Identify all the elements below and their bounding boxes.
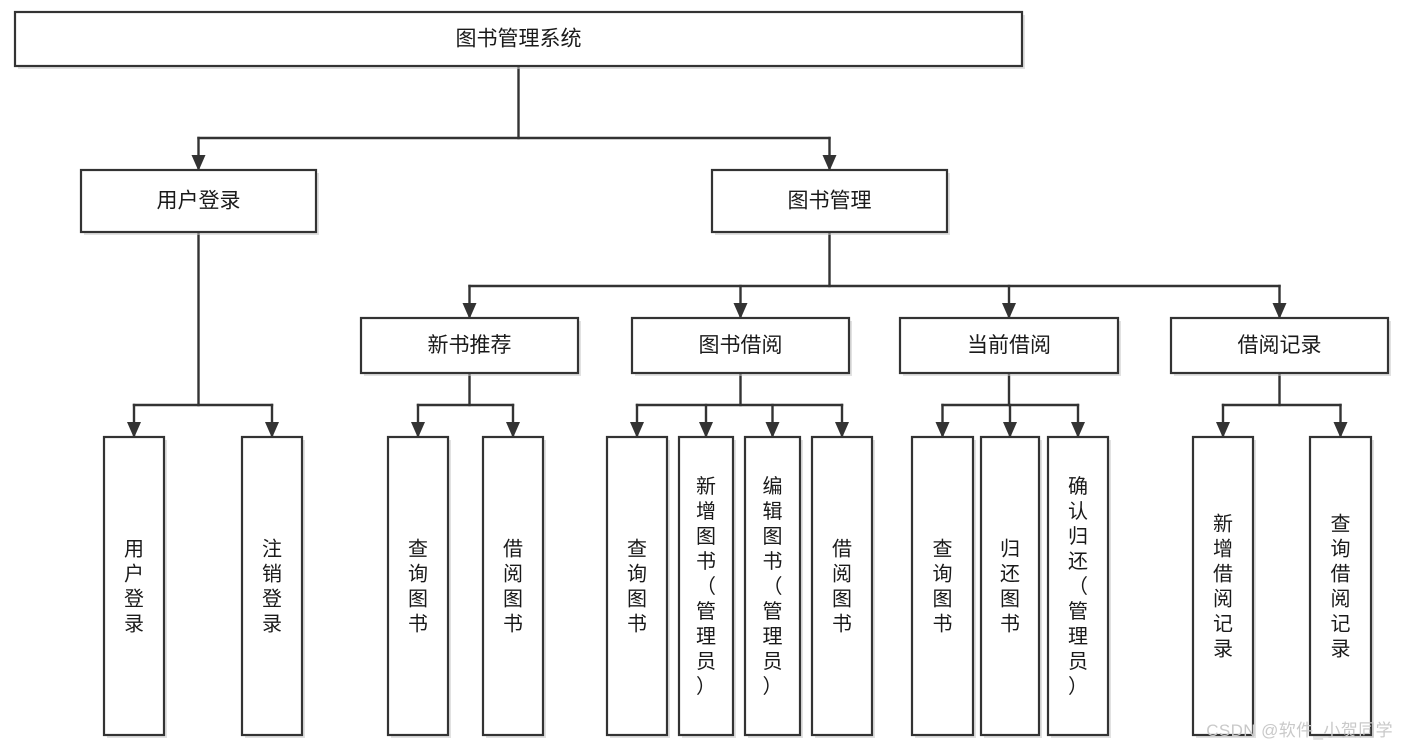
node-rect[interactable] xyxy=(743,435,802,737)
node-label: 图书管理 xyxy=(788,190,872,213)
node-label: 借阅记录 xyxy=(1238,334,1322,357)
node-rect[interactable] xyxy=(1308,435,1373,737)
arrow-head xyxy=(411,422,425,438)
node-label: 归还图书 xyxy=(1000,538,1020,636)
arrow-head xyxy=(127,422,141,438)
node-rect[interactable] xyxy=(1169,316,1390,375)
node-rect[interactable] xyxy=(677,435,735,737)
node-rect[interactable] xyxy=(13,10,1024,68)
node-rect[interactable] xyxy=(810,435,874,737)
arrow-head xyxy=(935,422,950,438)
node-label: 借阅图书 xyxy=(832,538,852,636)
node-rect[interactable] xyxy=(359,316,580,375)
node-rect[interactable] xyxy=(481,435,545,737)
node-label: 图书管理系统 xyxy=(456,28,582,51)
node-label: 确认归还（管理员） xyxy=(1068,475,1088,698)
node-rect[interactable] xyxy=(979,435,1041,737)
arrow-head xyxy=(835,422,849,438)
node-new-book-recommend[interactable]: 新书推荐 xyxy=(359,316,581,376)
arrow-head xyxy=(630,422,644,438)
node-book-borrow[interactable]: 图书借阅 xyxy=(630,316,852,376)
node-leaf-confirm-return[interactable]: 确认归还（管理员） xyxy=(1046,435,1111,738)
arrow-head xyxy=(191,155,206,171)
arrow-head xyxy=(765,422,780,438)
arrow-head xyxy=(822,155,837,171)
node-rect[interactable] xyxy=(79,168,318,234)
node-leaf-user-logout[interactable]: 注销登录 xyxy=(240,435,305,738)
node-root[interactable]: 图书管理系统 xyxy=(13,10,1025,69)
node-rect[interactable] xyxy=(630,316,851,375)
node-rect[interactable] xyxy=(1046,435,1110,737)
node-label: 借阅图书 xyxy=(503,538,523,636)
connector-layer xyxy=(127,64,1348,438)
node-leaf-query-book-1[interactable]: 查询图书 xyxy=(386,435,451,738)
arrow-head xyxy=(733,303,748,319)
node-label: 用户登录 xyxy=(157,190,241,213)
node-label: 新增图书（管理员） xyxy=(696,475,716,698)
node-label: 新书推荐 xyxy=(428,334,512,357)
node-book-management[interactable]: 图书管理 xyxy=(710,168,950,235)
node-user-login[interactable]: 用户登录 xyxy=(79,168,319,235)
node-leaf-query-book-3[interactable]: 查询图书 xyxy=(910,435,976,738)
node-leaf-borrow-book-1[interactable]: 借阅图书 xyxy=(481,435,546,738)
node-label: 编辑图书（管理员） xyxy=(763,475,783,698)
node-label: 新增借阅记录 xyxy=(1213,513,1233,661)
node-label: 注销登录 xyxy=(262,538,282,636)
node-label: 查询图书 xyxy=(408,538,428,636)
node-label: 图书借阅 xyxy=(699,334,783,357)
node-rect[interactable] xyxy=(910,435,975,737)
node-label: 查询借阅记录 xyxy=(1331,513,1351,661)
node-rect[interactable] xyxy=(386,435,450,737)
node-leaf-add-record[interactable]: 新增借阅记录 xyxy=(1191,435,1256,738)
node-leaf-borrow-book-2[interactable]: 借阅图书 xyxy=(810,435,875,738)
node-leaf-add-book[interactable]: 新增图书（管理员） xyxy=(677,435,736,738)
node-leaf-edit-book[interactable]: 编辑图书（管理员） xyxy=(743,435,803,738)
csdn-watermark: CSDN @软件_小贺同学 xyxy=(1206,721,1393,740)
arrow-head xyxy=(1216,422,1230,438)
arrow-head xyxy=(1333,422,1348,438)
arrow-head xyxy=(462,303,477,319)
node-rect[interactable] xyxy=(1191,435,1255,737)
arrow-head xyxy=(1272,303,1287,319)
node-leaf-query-record[interactable]: 查询借阅记录 xyxy=(1308,435,1374,738)
node-label: 当前借阅 xyxy=(967,334,1051,357)
node-current-borrow[interactable]: 当前借阅 xyxy=(898,316,1121,376)
arrow-head xyxy=(1002,303,1016,319)
node-rect[interactable] xyxy=(102,435,166,737)
node-borrow-record[interactable]: 借阅记录 xyxy=(1169,316,1391,376)
node-layer: 图书管理系统用户登录用户登录注销登录图书管理新书推荐查询图书借阅图书图书借阅查询… xyxy=(13,10,1391,738)
arrow-head xyxy=(506,422,520,438)
arrow-head xyxy=(265,422,279,438)
node-rect[interactable] xyxy=(605,435,669,737)
arrow-head xyxy=(1071,422,1085,438)
node-label: 用户登录 xyxy=(124,539,144,636)
arrow-head xyxy=(699,422,713,438)
node-rect[interactable] xyxy=(240,435,304,737)
node-leaf-query-book-2[interactable]: 查询图书 xyxy=(605,435,670,738)
node-leaf-return-book[interactable]: 归还图书 xyxy=(979,435,1042,738)
node-rect[interactable] xyxy=(710,168,949,234)
node-rect[interactable] xyxy=(898,316,1120,375)
node-label: 查询图书 xyxy=(933,538,953,636)
node-leaf-user-login[interactable]: 用户登录 xyxy=(102,435,167,738)
node-label: 查询图书 xyxy=(627,538,647,636)
arrow-head xyxy=(1003,422,1017,438)
